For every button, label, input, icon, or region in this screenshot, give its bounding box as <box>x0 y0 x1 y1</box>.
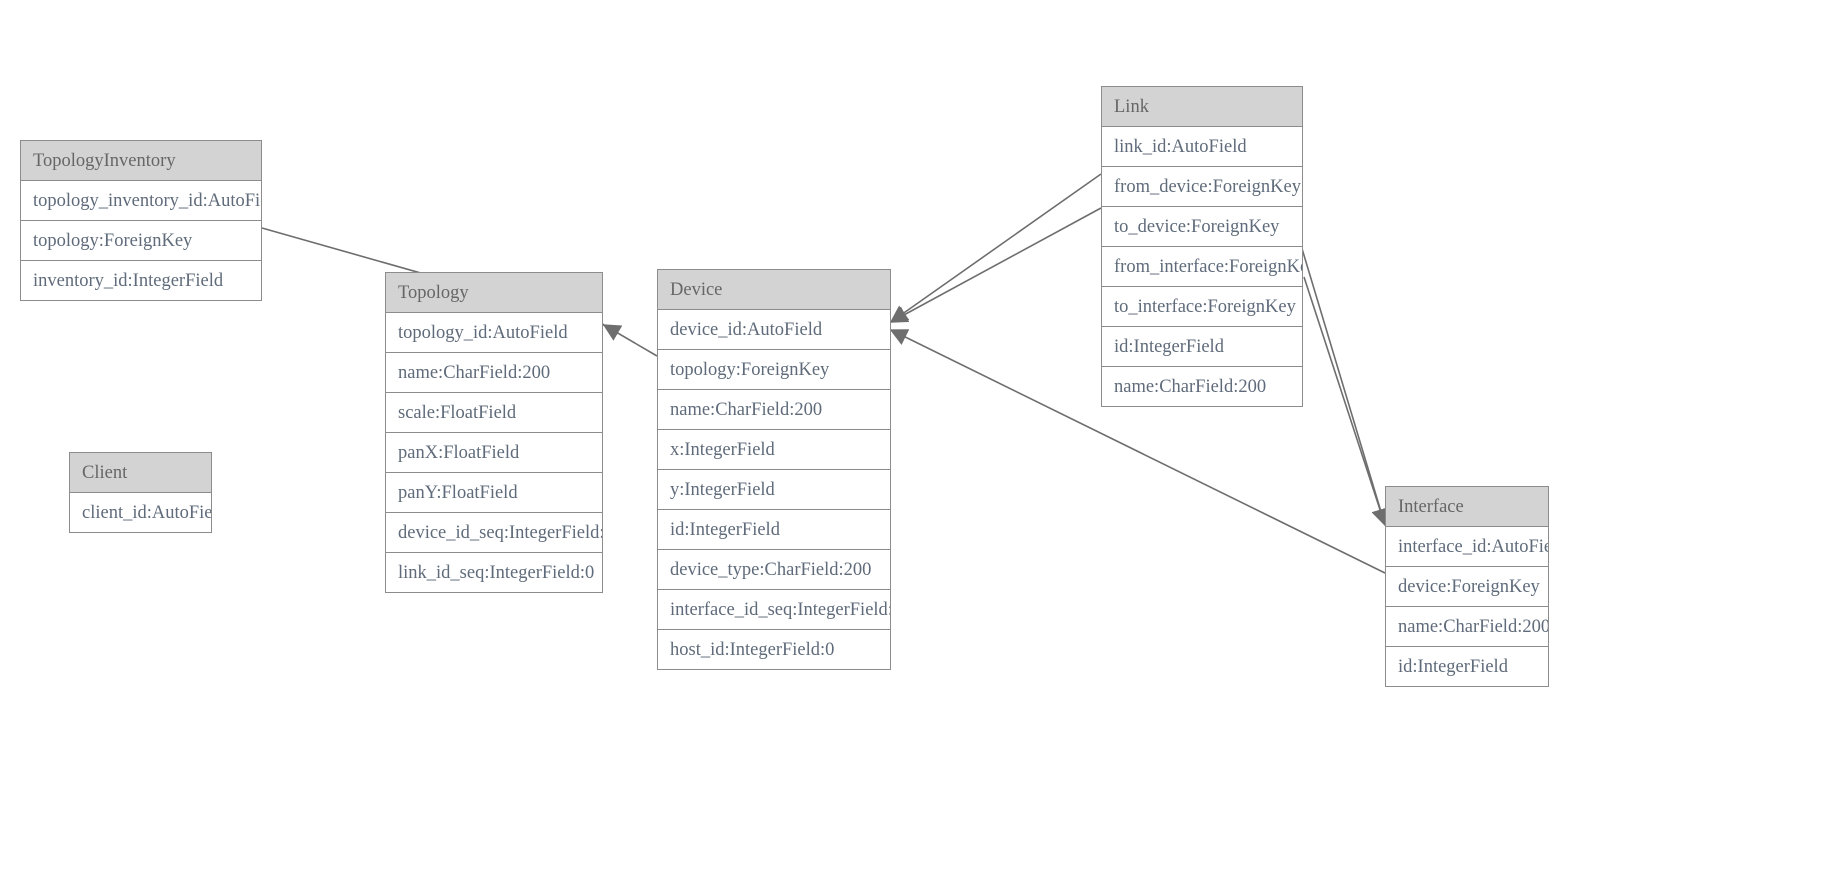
entity-field[interactable]: id:IntegerField <box>658 510 890 550</box>
entity-field[interactable]: topology:ForeignKey <box>658 350 890 390</box>
entity-field[interactable]: id:IntegerField <box>1386 647 1548 687</box>
entity-field[interactable]: interface_id:AutoField <box>1386 527 1548 567</box>
entity-field[interactable]: name:CharField:200 <box>1102 367 1302 407</box>
entity-title-client: Client <box>70 453 211 493</box>
entity-field[interactable]: topology_id:AutoField <box>386 313 602 353</box>
entity-field[interactable]: to_device:ForeignKey <box>1102 207 1302 247</box>
rel-device-topology <box>602 324 658 357</box>
entity-field[interactable]: client_id:AutoField <box>70 493 211 533</box>
entity-interface[interactable]: Interfaceinterface_id:AutoFielddevice:Fo… <box>1385 486 1549 687</box>
entity-title-interface: Interface <box>1386 487 1548 527</box>
entity-field[interactable]: from_device:ForeignKey <box>1102 167 1302 207</box>
entity-field[interactable]: name:CharField:200 <box>658 390 890 430</box>
entity-title-link: Link <box>1102 87 1302 127</box>
entity-field[interactable]: device:ForeignKey <box>1386 567 1548 607</box>
entity-field[interactable]: inventory_id:IntegerField <box>21 261 261 301</box>
entity-field[interactable]: panX:FloatField <box>386 433 602 473</box>
rel-link-frominterface-interface <box>1299 241 1389 527</box>
entity-field[interactable]: name:CharField:200 <box>386 353 602 393</box>
entity-field[interactable]: topology_inventory_id:AutoField <box>21 181 261 221</box>
entity-field[interactable]: device_type:CharField:200 <box>658 550 890 590</box>
entity-field[interactable]: device_id_seq:IntegerField:0 <box>386 513 602 553</box>
entity-field[interactable]: device_id:AutoField <box>658 310 890 350</box>
entity-field[interactable]: topology:ForeignKey <box>21 221 261 261</box>
entity-field[interactable]: link_id:AutoField <box>1102 127 1302 167</box>
entity-field[interactable]: from_interface:ForeignKey <box>1102 247 1302 287</box>
entity-title-topology_inventory: TopologyInventory <box>21 141 261 181</box>
entity-title-device: Device <box>658 270 890 310</box>
entity-field[interactable]: interface_id_seq:IntegerField:0 <box>658 590 890 630</box>
rel-link-tointerface-interface <box>1303 276 1389 527</box>
entity-field[interactable]: to_interface:ForeignKey <box>1102 287 1302 327</box>
entity-field[interactable]: name:CharField:200 <box>1386 607 1548 647</box>
entity-field[interactable]: link_id_seq:IntegerField:0 <box>386 553 602 593</box>
rel-link-fromdevice-device <box>889 173 1102 323</box>
entity-field[interactable]: panY:FloatField <box>386 473 602 513</box>
rel-link-todevice-device <box>889 207 1102 323</box>
entity-field[interactable]: scale:FloatField <box>386 393 602 433</box>
entity-field[interactable]: x:IntegerField <box>658 430 890 470</box>
entity-field[interactable]: y:IntegerField <box>658 470 890 510</box>
entity-field[interactable]: host_id:IntegerField:0 <box>658 630 890 670</box>
entity-title-topology: Topology <box>386 273 602 313</box>
entity-field[interactable]: id:IntegerField <box>1102 327 1302 367</box>
